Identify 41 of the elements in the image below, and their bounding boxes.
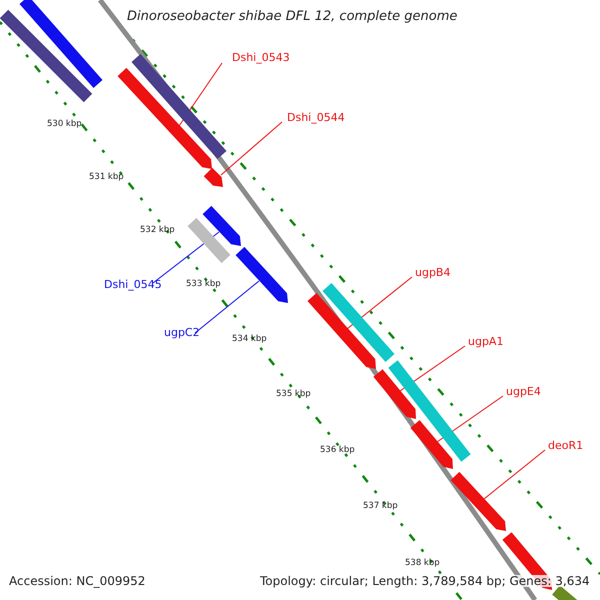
scale-label: 536 kbp bbox=[320, 446, 355, 454]
gene-feature bbox=[132, 54, 226, 159]
gene-feature bbox=[373, 369, 416, 419]
gene-label: ugpE4 bbox=[506, 386, 541, 397]
gene-feature bbox=[0, 10, 92, 102]
gene-feature bbox=[188, 218, 230, 264]
gene-feature bbox=[388, 360, 471, 462]
gene-feature bbox=[118, 68, 212, 169]
gene-label: deoR1 bbox=[548, 440, 584, 451]
gene-feature bbox=[202, 206, 241, 246]
gene-feature bbox=[236, 246, 288, 303]
leader-line bbox=[220, 122, 282, 176]
gene-feature bbox=[450, 472, 506, 531]
scale-label: 534 kbp bbox=[232, 335, 267, 344]
gene-feature bbox=[322, 283, 394, 362]
scale-label: 533 kbp bbox=[186, 280, 221, 288]
scale-label: 537 kbp bbox=[363, 502, 398, 510]
gene-label: ugpC2 bbox=[164, 327, 200, 338]
accession-text: Accession: NC_009952 bbox=[9, 575, 146, 587]
scale-label: 530 kbp bbox=[47, 120, 82, 128]
gene-feature bbox=[410, 420, 453, 469]
gene-feature bbox=[204, 168, 223, 187]
gene-feature bbox=[20, 0, 102, 88]
leader-line bbox=[194, 280, 260, 334]
gene-label: Dshi_0543 bbox=[232, 52, 290, 63]
leader-line bbox=[484, 450, 546, 500]
gene-feature bbox=[552, 585, 579, 600]
scale-label: 535 kbp bbox=[276, 390, 311, 398]
leader-line bbox=[436, 396, 504, 442]
gene-label: ugpA1 bbox=[468, 336, 504, 347]
leader-line bbox=[346, 276, 412, 330]
gene-feature bbox=[308, 293, 376, 369]
gene-label: Dshi_0545 bbox=[104, 279, 162, 290]
genome-title: Dinoroseobacter shibae DFL 12, complete genome bbox=[127, 10, 458, 23]
scale-label: 531 kbp bbox=[89, 173, 124, 182]
genome-stats-text: Topology: circular; Length: 3,789,584 bp; Genes: 3,634 bbox=[260, 575, 590, 587]
leader-line bbox=[178, 62, 222, 126]
scale-label: 532 kbp bbox=[140, 226, 175, 234]
gene-label: Dshi_0544 bbox=[287, 112, 345, 123]
scale-label: 538 kbp bbox=[405, 559, 440, 568]
gene-label: ugpB4 bbox=[415, 267, 450, 278]
